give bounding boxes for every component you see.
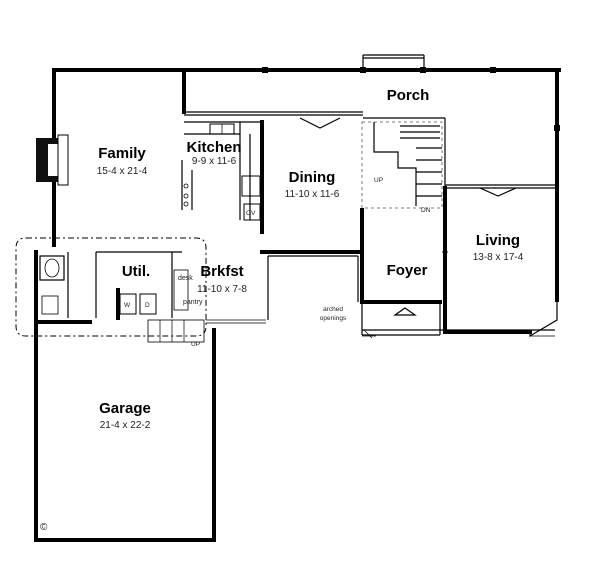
pantry-label: pantry bbox=[183, 299, 203, 306]
brkfst-label: Brkfst bbox=[200, 263, 243, 280]
fireplace bbox=[36, 134, 69, 186]
arched-label-1: arched bbox=[323, 306, 343, 313]
family-label: Family bbox=[98, 145, 146, 162]
porch-area bbox=[182, 54, 561, 190]
arched-openings-hatch bbox=[362, 329, 555, 339]
dining-label: Dining bbox=[289, 169, 336, 186]
garage-steps: UP bbox=[147, 319, 205, 348]
utility-details: W D bbox=[39, 252, 189, 318]
garage-up-label: UP bbox=[191, 341, 200, 348]
dining-details bbox=[299, 117, 517, 316]
garage-dims: 21-4 x 22-2 bbox=[100, 420, 151, 431]
family-dims: 15-4 x 21-4 bbox=[97, 166, 148, 177]
foyer-label: Foyer bbox=[387, 262, 428, 279]
util-label: Util. bbox=[122, 263, 150, 280]
walls bbox=[34, 68, 559, 542]
stairs-up-label: UP bbox=[374, 177, 383, 184]
garage-label: Garage bbox=[99, 400, 151, 417]
kitchen-label: Kitchen bbox=[186, 139, 241, 156]
main-stairs: UP DN bbox=[361, 121, 443, 214]
living-label: Living bbox=[476, 232, 520, 249]
dining-dims: 11-10 x 11-6 bbox=[285, 189, 340, 200]
stairs-down-label: DN bbox=[421, 207, 431, 214]
arched-label-2: openings bbox=[320, 315, 347, 322]
porch-label: Porch bbox=[387, 87, 430, 104]
covered-area-outline bbox=[15, 237, 207, 337]
copyright-mark: © bbox=[40, 522, 48, 533]
living-dims: 13-8 x 17-4 bbox=[473, 252, 524, 263]
oven-label: OV bbox=[246, 210, 256, 217]
kitchen-cabinets: OV bbox=[181, 121, 262, 221]
washer-label: W bbox=[124, 302, 131, 309]
dryer-label: D bbox=[145, 302, 150, 309]
desk-label: desk bbox=[178, 275, 193, 282]
kitchen-dims: 9-9 x 11-6 bbox=[192, 156, 237, 167]
brkfst-dims: 11-10 x 7-8 bbox=[197, 284, 247, 295]
